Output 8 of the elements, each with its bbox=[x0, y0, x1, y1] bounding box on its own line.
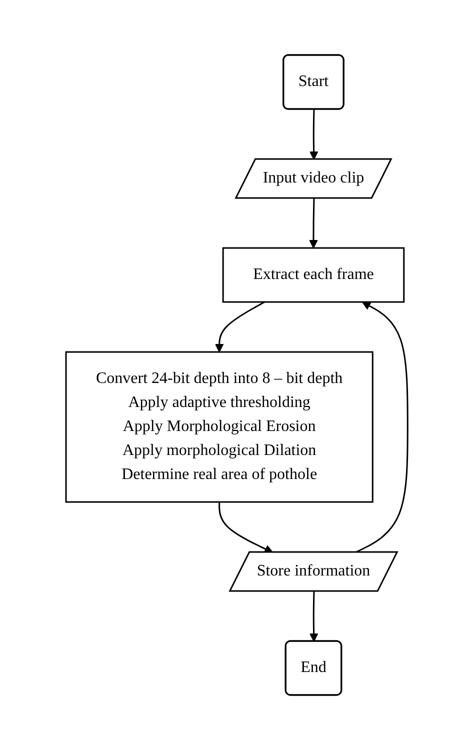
arrow bbox=[215, 301, 266, 352]
node-box: Convert 24-bit depth into 8 – bit depth Apply adaptive thresholding Apply Morphological Erosion Apply morphological Dilation Determine real area of pothole bbox=[65, 351, 374, 503]
arrow bbox=[310, 109, 318, 160]
arrow bbox=[310, 591, 318, 642]
node-box: Extract each frame bbox=[222, 247, 405, 303]
arrow bbox=[309, 198, 318, 248]
arrow bbox=[355, 302, 409, 554]
arrow bbox=[218, 502, 274, 554]
